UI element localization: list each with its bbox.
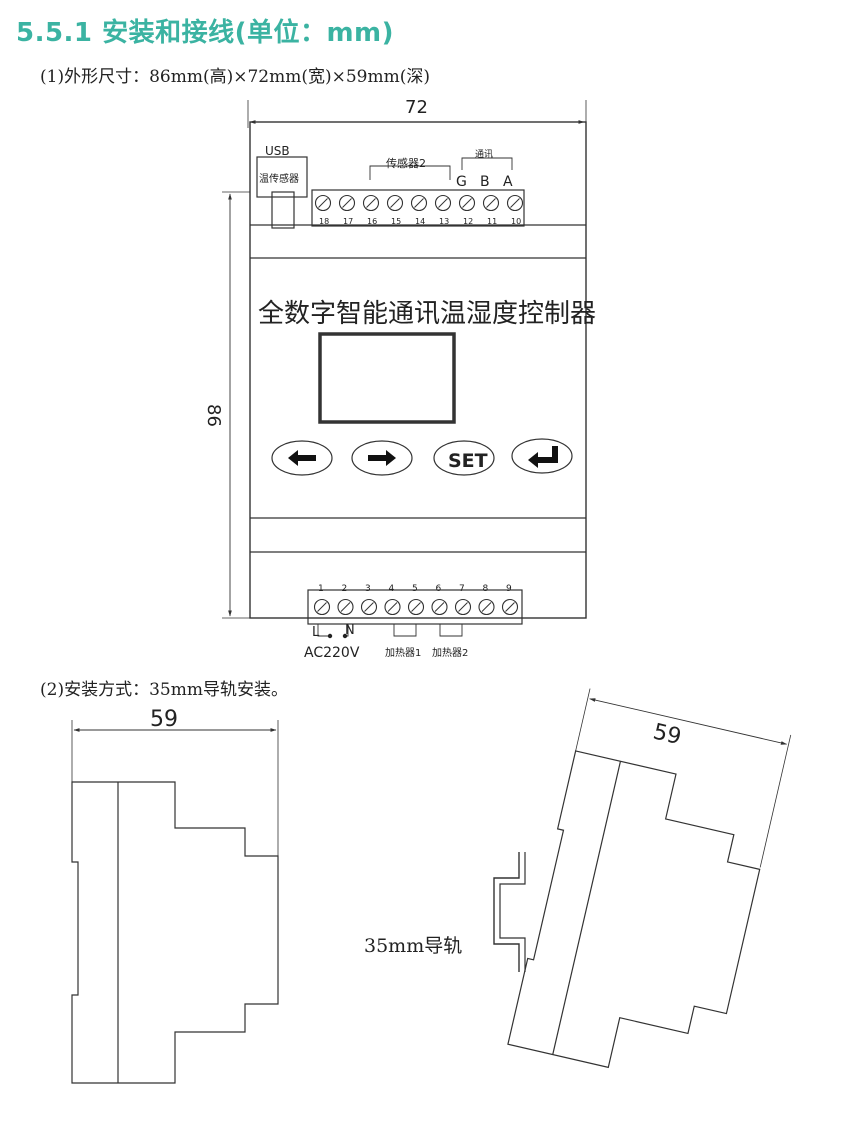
top-terminal-screw — [434, 194, 452, 212]
bottom-terminal-number: 9 — [506, 584, 512, 594]
bottom-terminal-screw — [313, 598, 331, 616]
sensor1-label: 温传感器 — [259, 172, 299, 185]
enclosure-outline — [249, 121, 587, 619]
bottom-terminal-screw-slot — [505, 602, 515, 612]
n-label: N — [345, 623, 355, 638]
din-rail — [493, 852, 520, 972]
bottom-terminal-screw-slot — [317, 602, 327, 612]
top-terminal-screw-slot — [318, 198, 328, 208]
side-profile — [71, 781, 279, 1084]
bottom-terminal-screw — [407, 598, 425, 616]
top-terminal-number: 13 — [439, 217, 449, 226]
top-terminal-number: 10 — [511, 217, 521, 226]
top-terminal-screw — [362, 194, 380, 212]
bottom-terminals: 1 2 3 4 5 6 7 8 9 — [313, 584, 519, 616]
top-terminal-number: 14 — [415, 217, 425, 226]
top-terminal-screw-slot — [510, 198, 520, 208]
enter-arrow-icon — [528, 446, 558, 468]
bottom-terminal-screw — [431, 598, 448, 616]
heater2-label: 加热器2 — [432, 646, 468, 659]
right-arrow-icon — [368, 450, 396, 466]
top-terminal-screw-slot — [486, 198, 496, 208]
bottom-terminal-number: 5 — [412, 584, 418, 594]
top-terminal-screw-slot — [342, 198, 352, 208]
bottom-terminal-screw — [501, 598, 519, 616]
usb-label: USB — [265, 144, 290, 158]
top-terminal-screw — [338, 194, 356, 212]
bottom-terminal-number: 8 — [483, 584, 489, 594]
top-terminal-screw-slot — [462, 198, 472, 208]
top-terminal-number: 17 — [343, 217, 353, 226]
rotated-side-view — [507, 688, 792, 1069]
front-view — [222, 100, 587, 637]
bottom-terminal-screw-slot — [481, 602, 492, 612]
top-terminal-screw — [458, 194, 476, 212]
set-label: SET — [448, 450, 488, 472]
top-terminal-screw-slot — [366, 198, 376, 208]
bottom-terminal-number: 1 — [318, 584, 324, 594]
g-label: G — [456, 174, 467, 190]
left-button — [271, 440, 333, 476]
b-label: B — [480, 174, 490, 190]
bottom-terminal-screw-slot — [458, 602, 468, 612]
rail-label: 35mm导轨 — [364, 935, 462, 957]
top-terminals: 18 17 16 15 14 13 12 11 10 — [314, 194, 524, 226]
bottom-terminal-screw — [454, 598, 472, 616]
bottom-terminal-block — [307, 589, 523, 625]
sensor2-label: 传感器2 — [386, 157, 426, 170]
enter-button — [511, 438, 573, 474]
top-terminal-screw-slot — [438, 198, 448, 208]
bottom-terminal-screw-slot — [434, 602, 445, 612]
top-terminal-screw — [482, 194, 500, 212]
bottom-terminal-screw — [478, 598, 495, 616]
dimensions-text: (1)外形尺寸：86mm(高)×72mm(宽)×59mm(深) — [40, 67, 430, 87]
top-terminal-screw — [386, 194, 404, 212]
bottom-terminal-number: 7 — [459, 584, 465, 594]
side-width-label: 59 — [150, 707, 178, 732]
top-terminal-screw — [314, 194, 332, 212]
top-terminal-screw-slot — [390, 198, 400, 208]
left-arrow-icon — [288, 450, 316, 466]
a-label: A — [503, 174, 513, 190]
top-terminal-screw — [410, 194, 428, 212]
top-terminal-number: 16 — [367, 217, 377, 226]
front-width-label: 72 — [405, 97, 428, 118]
top-terminal-number: 11 — [487, 217, 497, 226]
top-terminal-number: 12 — [463, 217, 473, 226]
side-view — [71, 720, 279, 1084]
section-heading: 5.5.1 安装和接线(单位：mm) — [16, 18, 395, 48]
bottom-terminal-number: 6 — [436, 584, 442, 594]
comm-label: 通讯 — [475, 149, 493, 160]
set-button — [433, 440, 495, 476]
usb-connector — [271, 191, 295, 229]
heater1-label: 加热器1 — [385, 646, 421, 659]
ac-label: AC220V — [304, 645, 360, 661]
bottom-terminal-screw — [337, 598, 354, 616]
mounting-text: (2)安装方式：35mm导轨安装。 — [40, 680, 288, 700]
bottom-terminal-number: 2 — [342, 584, 348, 594]
bottom-terminal-screw — [360, 598, 378, 616]
bottom-terminal-screw — [384, 598, 401, 616]
bottom-terminal-number: 3 — [365, 584, 371, 594]
bottom-terminal-screw-slot — [387, 602, 398, 612]
top-terminal-screw-slot — [414, 198, 424, 208]
rotated-profile — [507, 750, 761, 1069]
rotated-width-label: 59 — [651, 719, 684, 750]
bottom-terminal-screw-slot — [364, 602, 374, 612]
top-terminal-number: 15 — [391, 217, 401, 226]
top-terminal-block — [311, 189, 525, 227]
l-label: L — [312, 625, 320, 640]
right-button — [351, 440, 413, 476]
usb-port-frame — [256, 156, 308, 198]
lcd-display — [318, 332, 456, 424]
bottom-terminal-number: 4 — [389, 584, 395, 594]
rotated-width-dimension — [589, 698, 788, 745]
bottom-terminal-screw-slot — [340, 602, 351, 612]
front-height-label: 86 — [203, 404, 224, 427]
top-terminal-screw — [506, 194, 524, 212]
device-title: 全数字智能通讯温湿度控制器 — [258, 299, 596, 329]
top-terminal-number: 18 — [319, 217, 329, 226]
bottom-terminal-screw-slot — [411, 602, 421, 612]
